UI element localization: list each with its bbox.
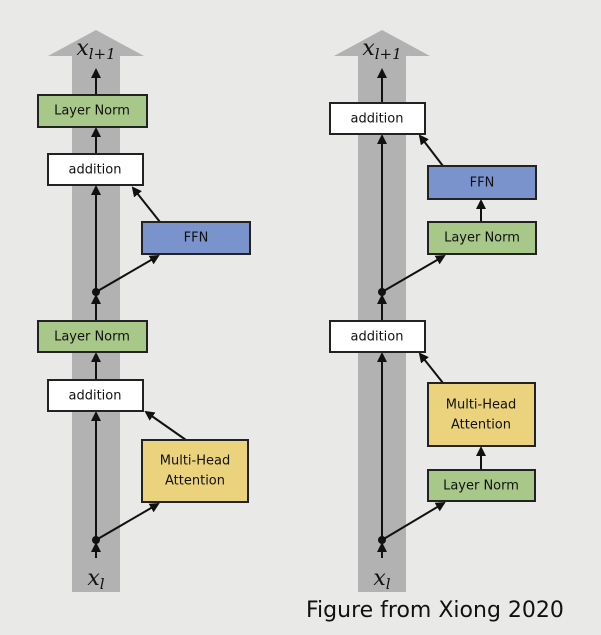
layer-norm-label: Layer Norm (444, 231, 520, 246)
attention-box (141, 439, 249, 503)
figure-caption: Figure from Xiong 2020 (306, 598, 564, 623)
attention-label: Multi-Head (160, 454, 230, 469)
layer-norm-label: Layer Norm (54, 104, 130, 119)
addition-box (329, 102, 426, 135)
ffn-label: FFN (184, 231, 209, 246)
post-ln-diagram: xl+1 xl Layer Norm addition FFN Layer No… (37, 30, 251, 593)
layer-norm-box (37, 94, 148, 128)
pre-ln-diagram: xl+1 xl addition FFN Layer Norm addition… (329, 30, 537, 593)
branch-point (92, 288, 100, 296)
branch-point (92, 536, 100, 544)
attention-label: Attention (165, 474, 225, 489)
layer-norm-box (37, 320, 148, 353)
layer-norm-box (427, 221, 537, 255)
attention-box (427, 382, 536, 447)
addition-box (47, 153, 144, 186)
addition-label: addition (351, 112, 404, 127)
addition-box (47, 379, 144, 412)
attention-label: Multi-Head (446, 398, 516, 413)
ffn-label: FFN (470, 176, 495, 191)
branch-point (378, 288, 386, 296)
addition-label: addition (69, 389, 122, 404)
output-label: xl+1 (362, 36, 401, 63)
addition-label: addition (69, 163, 122, 178)
output-label: xl+1 (76, 36, 115, 63)
layer-norm-box (427, 469, 536, 502)
branch-point (378, 536, 386, 544)
ffn-box (427, 165, 537, 200)
input-label: xl (87, 566, 104, 593)
attention-label: Attention (451, 418, 511, 433)
addition-label: addition (351, 330, 404, 345)
ffn-box (141, 221, 251, 255)
layer-norm-label: Layer Norm (443, 479, 519, 494)
addition-box (329, 320, 426, 353)
layer-norm-label: Layer Norm (54, 330, 130, 345)
input-label: xl (373, 566, 390, 593)
